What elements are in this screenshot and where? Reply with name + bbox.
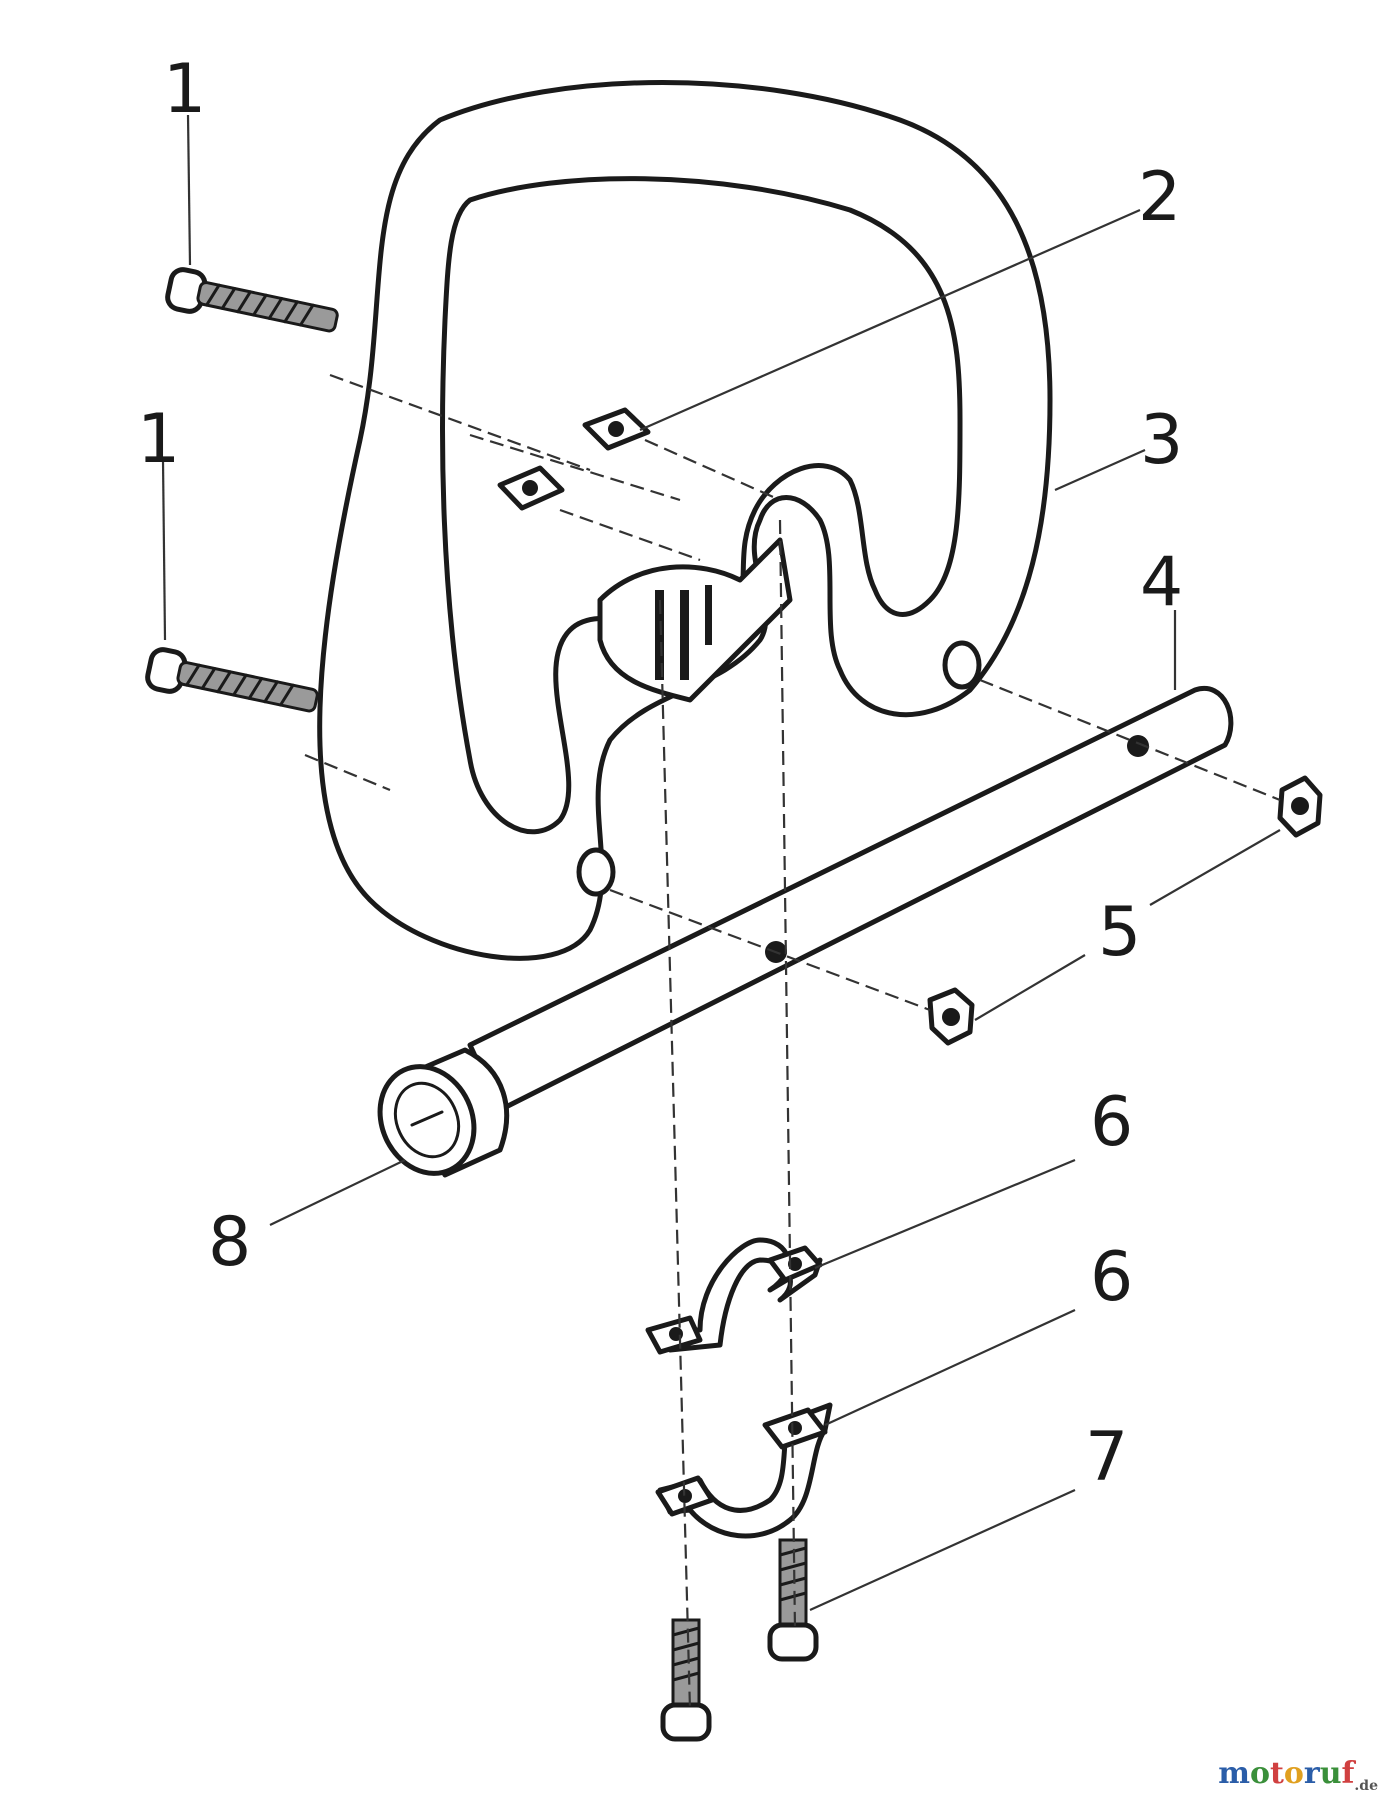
callout-7: 7: [1085, 1418, 1128, 1497]
callout-1-upper: 1: [163, 50, 206, 129]
callout-8: 8: [208, 1203, 251, 1282]
loop-handle-part: [317, 80, 1053, 961]
watermark-letter: o: [1283, 1756, 1304, 1791]
callout-4: 4: [1140, 543, 1183, 622]
callout-3: 3: [1140, 401, 1183, 480]
tube-bar-4: [467, 685, 1234, 1113]
clamp-6-upper: [645, 1237, 823, 1355]
watermark-letter: f: [1341, 1756, 1355, 1791]
watermark-letter: u: [1319, 1756, 1342, 1791]
callout-1-lower: 1: [137, 400, 180, 479]
callout-2: 2: [1138, 158, 1181, 237]
watermark-text: motoruf: [1218, 1756, 1354, 1791]
screw-1-lower: [145, 647, 319, 713]
watermark-letter: o: [1250, 1756, 1271, 1791]
screw-1-upper: [165, 267, 339, 333]
callout-leaders: [161, 114, 1281, 1612]
callout-5: 5: [1098, 893, 1141, 972]
assembly-lines: [304, 373, 1281, 1711]
watermark-letter: t: [1270, 1756, 1284, 1791]
callout-6-lower: 6: [1090, 1238, 1133, 1317]
clamp-6-lower: [655, 1402, 833, 1539]
watermark-logo: motoruf.de: [1218, 1756, 1378, 1794]
square-nut-2: [497, 407, 651, 511]
hex-nut-5: [927, 775, 1323, 1046]
watermark-letter: r: [1303, 1756, 1320, 1791]
bolt-7-left: [660, 1618, 712, 1742]
callout-6-upper: 6: [1090, 1083, 1133, 1162]
watermark-letter: m: [1218, 1756, 1250, 1791]
end-cap-8: [377, 1047, 509, 1178]
watermark-suffix: .de: [1354, 1778, 1378, 1794]
